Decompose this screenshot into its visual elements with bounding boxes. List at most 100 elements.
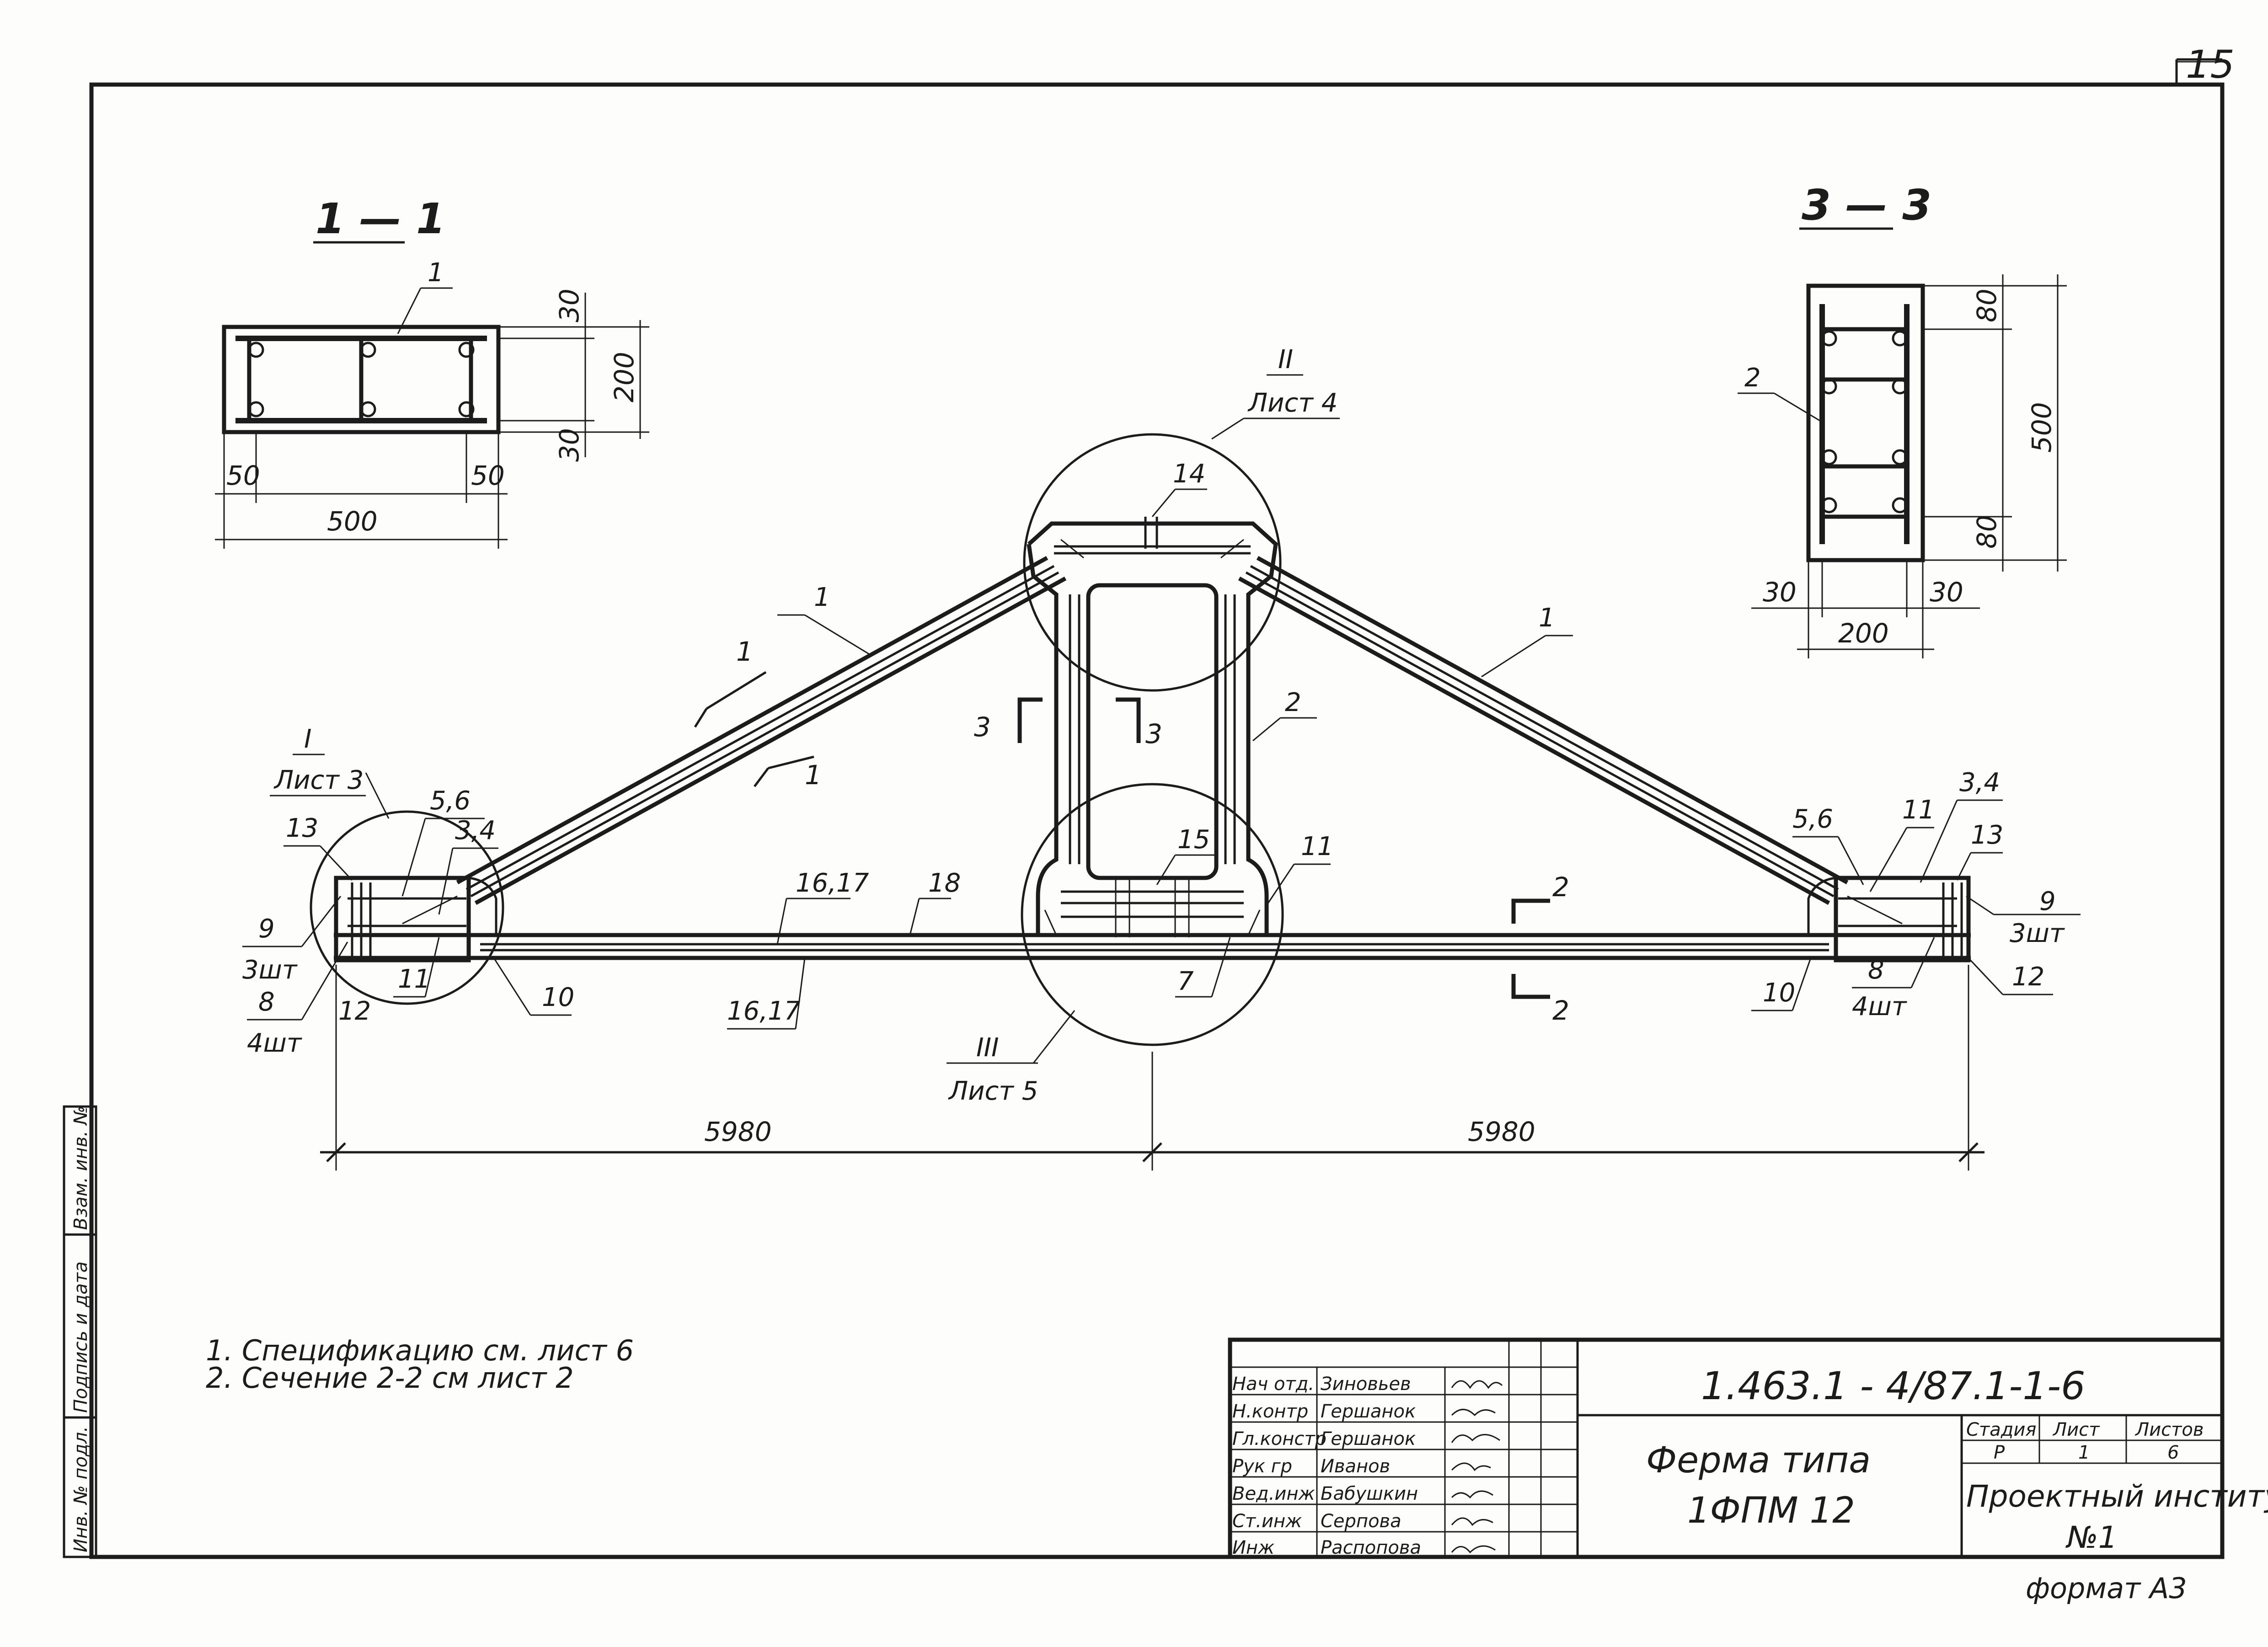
detail-circles [310,433,1284,1046]
tb-name-4: Бабушкин [1321,1483,1418,1504]
tb-org-line1: Проектный институт [1966,1479,2268,1514]
pos-1-left: 1 [814,583,830,612]
pos-7: 7 [1177,967,1194,996]
pos-9-left: 9 [258,914,275,944]
section-1-1-dim-right: 50 [471,460,505,491]
tb-stage: Р [1994,1442,2005,1463]
pos-18: 18 [928,868,961,898]
section-mark-3a: 3 [974,711,991,743]
section-3-3-dim-w: 200 [1838,618,1889,649]
pos-1-right: 1 [1539,603,1555,633]
pos-10-right: 10 [1763,978,1795,1008]
section-mark-3b: 3 [1145,718,1162,749]
tb-role-0: Нач отд. [1232,1374,1314,1395]
pos-8-left: 8 [258,987,275,1017]
pos-3-4-left: 3,4 [455,816,496,845]
tb-sheets-label: Листов [2134,1419,2204,1440]
tb-role-3: Рук гр [1232,1456,1292,1477]
node-circle-ii [1023,433,1282,692]
tb-name-0: Зиновьев [1321,1374,1411,1395]
node-i-label: I [304,724,312,754]
tb-sheet-label: Лист [2052,1419,2100,1440]
tb-org-line2: №1 [2065,1520,2118,1555]
note-1: 1. Спецификацию см. лист 6 [206,1334,634,1367]
overall-dimension: 5980 5980 [320,965,1984,1171]
section-mark-1a: 1 [736,636,753,667]
signatures [1451,1380,1503,1554]
pos-11-right: 11 [1902,795,1935,825]
side-stamp: Инв. № подл. Подпись и дата Взам. инв. № [63,1105,97,1558]
section-3-3-pos: 2 [1744,363,1761,393]
node-i-sheet: Лист 3 [273,765,364,795]
pos-5-6-right: 5,6 [1792,804,1833,834]
note-2: 2. Сечение 2-2 см лист 2 [206,1361,574,1395]
side-stamp-replace: Взам. инв. № [70,1106,91,1230]
pos-9-right: 9 [2039,887,2056,916]
pos-11-mid: 11 [1301,832,1333,861]
dim-half-left: 5980 [704,1116,772,1147]
tb-name-2: Гершанок [1321,1428,1416,1449]
section-3-3: 3 — 3 2 80 500 80 [1738,181,2067,658]
tb-name-line1: Ферма типа [1646,1440,1871,1481]
dim-half-right: 5980 [1468,1116,1535,1147]
tb-role-4: Вед.инж [1232,1483,1315,1504]
tb-name-1: Гершанок [1321,1401,1416,1422]
section-1-1: 1 — 1 1 30 200 30 [215,194,649,549]
tb-sheet: 1 [2078,1442,2090,1463]
tb-role-5: Ст.инж [1232,1511,1302,1532]
pos-16-17-bottom: 16,17 [727,996,801,1026]
section-3-3-title: 3 — 3 [1802,181,1931,230]
section-markers: 1 1 3 3 2 2 [694,636,1569,1026]
tb-role-6: Инж [1232,1537,1274,1558]
section-3-3-dim-left: 30 [1763,577,1797,608]
sheet-number: 15 [2186,42,2235,87]
node-circle-i [310,810,504,1005]
pos-12-right: 12 [2012,962,2044,992]
section-1-1-dim-left: 50 [226,460,260,491]
position-labels: 1 1 2 14 15 11 7 18 16,17 16, [242,459,2081,1058]
tb-sheets: 6 [2167,1442,2179,1463]
pos-9-left-qty: 3шт [242,955,298,985]
tb-name-6: Распопова [1321,1537,1421,1558]
tb-role-1: Н.контр [1232,1401,1308,1422]
pos-9-right-qty: 3шт [2010,919,2065,948]
pos-2: 2 [1285,688,1301,717]
pos-12-left: 12 [338,996,371,1026]
side-stamp-inv: Инв. № подл. [70,1426,91,1552]
tb-role-2: Гл.констр [1232,1428,1327,1449]
node-ii-sheet: Лист 4 [1247,388,1337,418]
pos-13-left: 13 [286,813,318,843]
node-labels: I Лист 3 II Лист 4 III Лист 5 [270,345,1340,1106]
node-ii-label: II [1278,345,1293,374]
tb-name-5: Серпова [1321,1511,1401,1532]
section-1-1-dim-w: 500 [327,506,378,537]
section-3-3-dim-top: 80 [1971,289,2002,322]
section-1-1-dim-top: 30 [554,289,585,322]
pos-10-left: 10 [542,983,574,1012]
section-1-1-title: 1 — 1 [316,194,445,243]
pos-5-6-left: 5,6 [430,786,471,816]
section-1-1-pos: 1 [428,258,444,288]
pos-11-left: 11 [398,964,430,994]
section-3-3-dim-right: 30 [1930,577,1963,608]
side-stamp-sign: Подпись и дата [70,1262,91,1413]
tb-name-line2: 1ФПМ 12 [1687,1490,1855,1531]
section-mark-2a: 2 [1552,872,1569,903]
pos-16-17-top: 16,17 [796,868,869,898]
sheet-frame [89,58,2225,1559]
node-circle-iii [1021,783,1284,1046]
section-1-1-dim-h: 200 [609,352,640,402]
pos-3-4-right: 3,4 [1959,768,2000,797]
pos-8-right-qty: 4шт [1852,992,1907,1021]
pos-14: 14 [1173,459,1205,489]
truss [334,517,1971,963]
node-iii-label: III [976,1033,999,1063]
tb-doc-code: 1.463.1 - 4/87.1-1-6 [1701,1364,2086,1408]
tb-name-3: Иванов [1321,1456,1390,1477]
format-label: формат А3 [2026,1572,2187,1605]
pos-8-left-qty: 4шт [247,1028,302,1058]
section-mark-1b: 1 [805,759,822,791]
tb-stage-label: Стадия [1966,1419,2036,1440]
node-iii-sheet: Лист 5 [948,1076,1038,1106]
